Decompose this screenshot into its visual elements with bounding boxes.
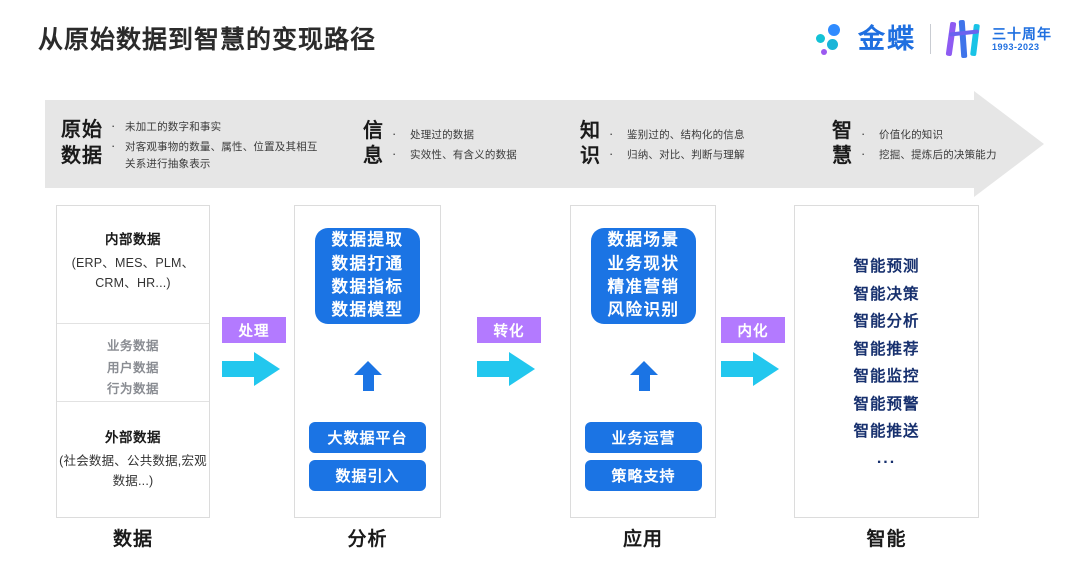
bullet-text: 实效性、有含义的数据 xyxy=(410,149,517,161)
bullet-dot: · xyxy=(861,146,866,161)
brand-name: 金蝶 xyxy=(858,23,916,54)
right-arrow-icon xyxy=(222,352,284,386)
bullet-text: 归纳、对比、判断与理解 xyxy=(627,149,745,161)
bullet-dot: · xyxy=(861,125,866,141)
stage-title-line1: 知 xyxy=(580,120,601,142)
banner-stage-knowledge: 知 识 · 鉴别过的、结构化的信息 · 归纳、对比、判断与理解 xyxy=(580,100,745,188)
application-pill-strategy-support[interactable]: 策略支持 xyxy=(585,460,702,491)
stage-title-line2: 息 xyxy=(363,145,384,167)
application-pill-label: 策略支持 xyxy=(611,468,676,485)
application-pill-business-operation[interactable]: 业务运营 xyxy=(585,422,702,453)
external-data-heading: 外部数据 xyxy=(105,430,161,445)
column-caption-analysis: 分析 xyxy=(347,529,388,550)
bullet-text: 未加工的数字和事实 xyxy=(125,121,222,134)
connector-label: 内化 xyxy=(737,323,769,340)
analysis-pill-bigdata-platform[interactable]: 大数据平台 xyxy=(309,422,426,453)
banner-arrow-head-icon xyxy=(974,91,1044,197)
stage-title-line1: 智 xyxy=(832,120,853,142)
up-arrow-icon-analysis xyxy=(354,361,382,391)
bullet-text: 鉴别过的、结构化的信息 xyxy=(627,128,745,141)
list-item: 智能决策 xyxy=(853,285,920,303)
connector-label: 处理 xyxy=(238,323,270,340)
banner-stage-wisdom: 智 慧 · 价值化的知识 · 挖掘、提炼后的决策能力 xyxy=(832,100,997,188)
analysis-pill-label: 大数据平台 xyxy=(327,430,408,447)
banner-stage-information: 信 息 · 处理过的数据 · 实效性、有含义的数据 xyxy=(363,100,517,188)
stage-title-line2: 数据 xyxy=(61,145,103,167)
stage-title-line2: 慧 xyxy=(832,145,853,167)
connector-internalization: 内化 xyxy=(721,317,785,386)
list-item: 智能监控 xyxy=(853,368,920,386)
right-arrow-icon xyxy=(721,352,783,386)
dikw-banner: 原始 数据 · 未加工的数字和事实 · 对客观事物的数量、属性、位置及其相互关系进行… xyxy=(45,91,1047,197)
bullet-text: 对客观事物的数量、属性、位置及其相互关系进行抽象表示 xyxy=(125,141,318,170)
internal-data-section: 内部数据 (ERP、MES、PLM、CRM、HR...) xyxy=(57,206,209,324)
bullet-dot: · xyxy=(609,146,614,161)
bullet-dot: · xyxy=(609,125,614,141)
external-data-section: 外部数据 (社会数据、公共数据,宏观数据...) xyxy=(57,402,209,517)
list-item-ellipsis: ... xyxy=(876,450,897,468)
analysis-pill-label: 数据引入 xyxy=(335,468,400,485)
list-item: 智能分析 xyxy=(853,313,920,331)
application-capability-card[interactable]: 数据场景业务现状精准营销风险识别 xyxy=(591,228,696,324)
up-arrow-icon-application xyxy=(630,361,658,391)
brand-logo: 金蝶 三十周年 1993-2023 xyxy=(814,18,1052,60)
connector-label-chip: 内化 xyxy=(721,317,785,343)
anniversary-mark-icon xyxy=(945,19,985,59)
connector-label-chip: 转化 xyxy=(477,317,541,343)
anniversary-label: 三十周年 xyxy=(992,25,1052,42)
stage-title-line1: 原始 xyxy=(61,119,103,142)
bullet-text: 处理过的数据 xyxy=(410,128,475,141)
kingdee-dots-icon xyxy=(814,22,848,56)
list-item: 智能推荐 xyxy=(853,340,920,358)
connector-transformation: 转化 xyxy=(477,317,541,386)
analysis-pill-data-ingestion[interactable]: 数据引入 xyxy=(309,460,426,491)
data-type-item: 业务数据 xyxy=(106,339,159,353)
right-arrow-icon xyxy=(477,352,539,386)
bullet-text: 价值化的知识 xyxy=(879,128,944,141)
connector-processing: 处理 xyxy=(222,317,286,386)
banner-stage-raw-data: 原始 数据 · 未加工的数字和事实 · 对客观事物的数量、属性、位置及其相互关系进行… xyxy=(61,100,320,188)
stage-title-line2: 识 xyxy=(580,145,601,167)
bullet-dot: · xyxy=(392,146,397,161)
analysis-capability-text: 数据提取数据打通数据指标数据模型 xyxy=(331,231,404,320)
application-capability-text: 数据场景业务现状精准营销风险识别 xyxy=(607,231,680,320)
list-item: 智能预测 xyxy=(853,258,920,275)
stage-title-line1: 信 xyxy=(363,120,384,142)
application-pill-label: 业务运营 xyxy=(611,430,676,447)
analysis-capability-card[interactable]: 数据提取数据打通数据指标数据模型 xyxy=(315,228,420,324)
anniversary-badge: 三十周年 1993-2023 xyxy=(945,19,1052,59)
bullet-dot: · xyxy=(111,118,116,134)
page-title: 从原始数据到智慧的变现路径 xyxy=(38,26,377,54)
column-caption-data: 数据 xyxy=(112,529,153,550)
brand-divider xyxy=(930,24,931,54)
connector-label-chip: 处理 xyxy=(222,317,286,343)
list-item: 智能预警 xyxy=(853,395,920,413)
bullet-text: 挖掘、提炼后的决策能力 xyxy=(879,149,997,161)
column-data: 内部数据 (ERP、MES、PLM、CRM、HR...) 业务数据 用户数据 行… xyxy=(56,205,210,518)
data-type-item: 行为数据 xyxy=(106,382,159,396)
internal-data-heading: 内部数据 xyxy=(105,232,161,247)
internal-data-detail: (ERP、MES、PLM、CRM、HR...) xyxy=(71,256,195,291)
column-caption-application: 应用 xyxy=(622,529,663,550)
data-type-item: 用户数据 xyxy=(106,360,159,375)
intelligence-capability-list: 智能预测 智能决策 智能分析 智能推荐 智能监控 智能预警 智能推送 ... xyxy=(794,253,979,472)
bullet-dot: · xyxy=(111,138,116,154)
anniversary-years: 1993-2023 xyxy=(992,41,1040,52)
banner-body xyxy=(45,100,975,188)
list-item: 智能推送 xyxy=(853,423,920,441)
external-data-detail: (社会数据、公共数据,宏观数据...) xyxy=(59,454,207,489)
connector-label: 转化 xyxy=(493,323,525,340)
column-intelligence xyxy=(794,205,979,518)
bullet-dot: · xyxy=(392,125,397,141)
data-types-section: 业务数据 用户数据 行为数据 xyxy=(57,324,209,402)
column-caption-intelligence: 智能 xyxy=(866,529,907,550)
